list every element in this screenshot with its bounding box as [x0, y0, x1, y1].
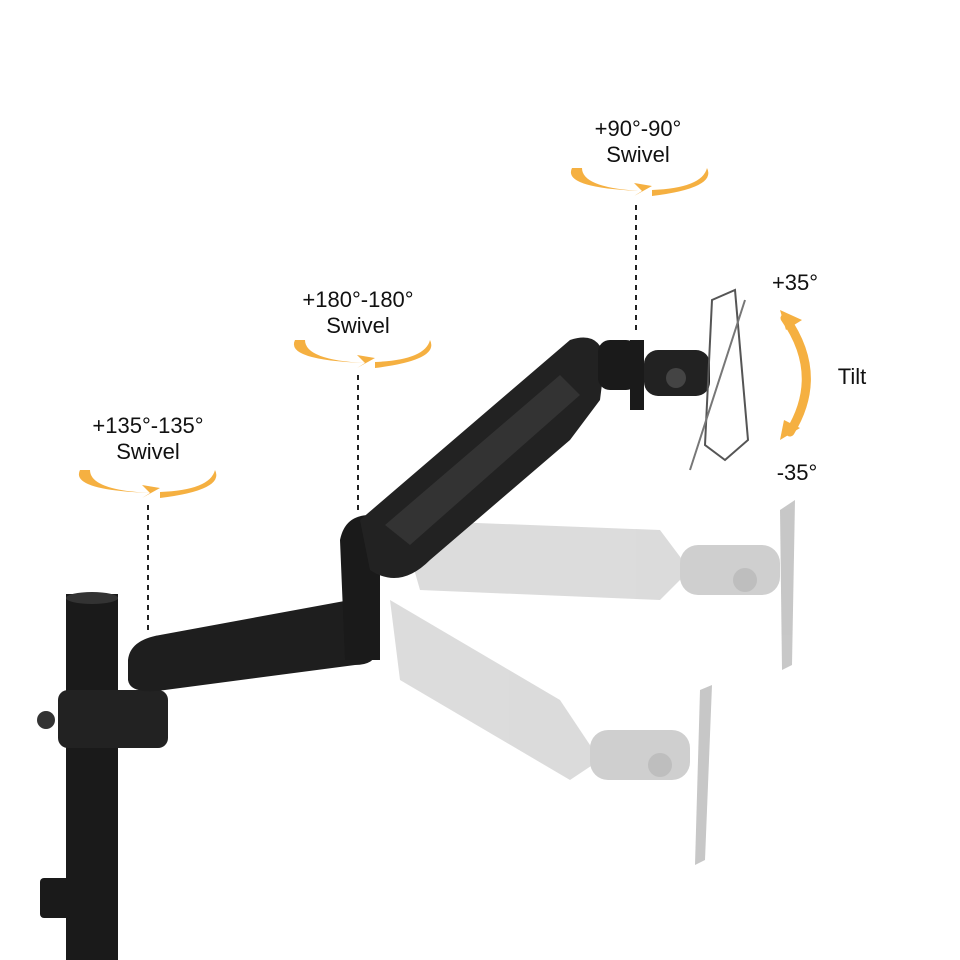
base-swivel-range: +135°-135°	[92, 413, 204, 438]
tilt-up-label: +35°	[771, 270, 819, 295]
lower-arm	[128, 515, 380, 692]
elbow-swivel-label: +180°-180° Swivel	[278, 287, 438, 339]
base-swivel-label: +135°-135° Swivel	[68, 413, 228, 465]
swivel-arrow-base-icon	[78, 470, 217, 498]
monitor-head	[630, 288, 750, 471]
guide-lines	[147, 205, 637, 630]
head-swivel-label: +90°-90° Swivel	[558, 116, 718, 168]
tilt-down-label: -35°	[776, 460, 818, 485]
elbow-swivel-range: +180°-180°	[302, 287, 414, 312]
head-swivel-range: +90°-90°	[594, 116, 682, 141]
tilt-arrow-icon	[780, 310, 811, 440]
elbow-swivel-text: Swivel	[326, 313, 390, 338]
tilt-label: Tilt	[837, 364, 867, 389]
pole	[37, 592, 168, 960]
swivel-arrow-head-icon	[570, 168, 709, 196]
swivel-arrow-elbow-icon	[293, 340, 432, 368]
head-swivel-text: Swivel	[606, 142, 670, 167]
ghost-arm-lower	[390, 600, 712, 865]
upper-arm	[360, 337, 638, 578]
base-swivel-text: Swivel	[116, 439, 180, 464]
ghost-arm-upper	[400, 500, 795, 670]
